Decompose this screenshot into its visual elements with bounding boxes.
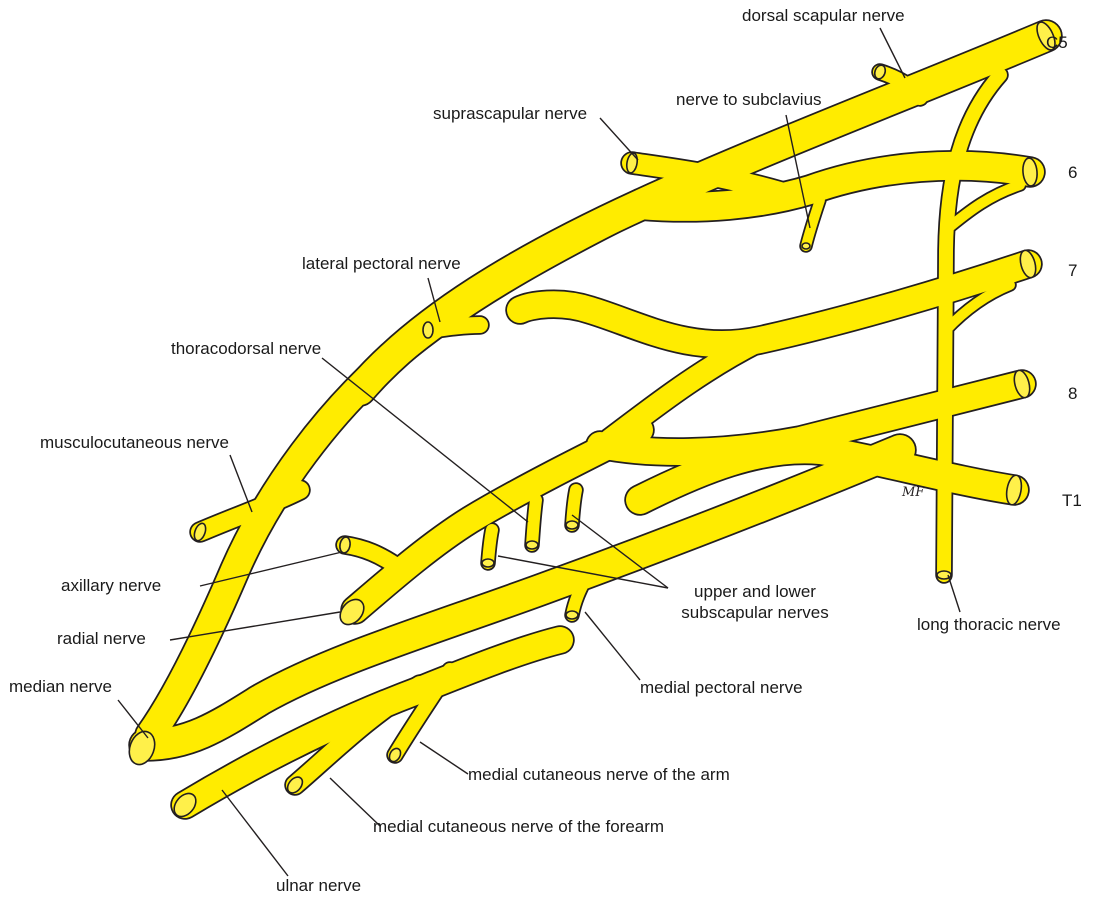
leader-suprascapular	[600, 118, 638, 160]
label-radial-nerve: radial nerve	[57, 629, 146, 649]
leader-musculocutaneous	[230, 455, 252, 512]
label-dorsal-scapular-nerve: dorsal scapular nerve	[742, 6, 905, 26]
label-musculocutaneous-nerve: musculocutaneous nerve	[40, 433, 229, 453]
label-axillary-nerve: axillary nerve	[61, 576, 161, 596]
root-label-c8: 8	[1068, 384, 1077, 404]
root-label-c5: C5	[1046, 33, 1068, 53]
label-median-nerve: median nerve	[9, 677, 112, 697]
label-long-thoracic-nerve: long thoracic nerve	[917, 615, 1061, 635]
leader-medial-pectoral	[585, 612, 640, 680]
leader-long-thoracic	[948, 575, 960, 612]
label-subscapular-line1: upper and lower	[660, 582, 850, 602]
nerve-thoracodorsal	[532, 500, 536, 545]
label-subscapular-line2: subscapular nerves	[660, 603, 850, 623]
leader-ulnar	[222, 790, 288, 876]
label-suprascapular-nerve: suprascapular nerve	[433, 104, 587, 124]
label-lateral-pectoral-nerve: lateral pectoral nerve	[302, 254, 461, 274]
leader-medial-cutaneous-arm	[420, 742, 468, 774]
end-lower-subscapular	[482, 559, 494, 567]
end-medial-pectoral	[566, 611, 578, 619]
end-nerve-to-subclavius	[802, 243, 810, 249]
artist-signature: MF	[901, 485, 925, 500]
label-nerve-to-subclavius: nerve to subclavius	[676, 90, 822, 110]
root-label-t1: T1	[1062, 491, 1082, 511]
label-medial-cutaneous-nerve-arm: medial cutaneous nerve of the arm	[468, 765, 730, 785]
label-medial-cutaneous-nerve-forearm: medial cutaneous nerve of the forearm	[373, 817, 664, 837]
label-ulnar-nerve: ulnar nerve	[276, 876, 361, 896]
end-thoracodorsal	[526, 541, 538, 549]
nerve-lateral-pectoral	[428, 325, 480, 330]
end-lateral-pectoral	[423, 322, 433, 338]
root-label-c7: 7	[1068, 261, 1077, 281]
nerve-upper-subscapular	[572, 490, 576, 525]
label-medial-pectoral-nerve: medial pectoral nerve	[640, 678, 803, 698]
label-thoracodorsal-nerve: thoracodorsal nerve	[171, 339, 321, 359]
end-upper-subscapular	[566, 521, 578, 529]
nerve-lower-subscapular	[488, 530, 492, 563]
leader-thoracodorsal	[322, 358, 528, 522]
root-label-c6: 6	[1068, 163, 1077, 183]
